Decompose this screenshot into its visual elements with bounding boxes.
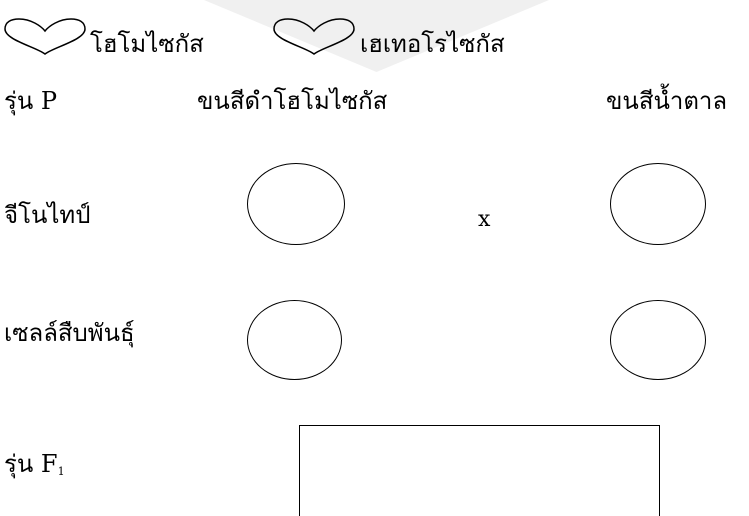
parent-left-phenotype: ขนสีดำโฮโมไซกัส <box>197 87 388 115</box>
f1-generation-label: รุ่น F1 <box>4 449 65 487</box>
legend-homozygous-label: โฮโมไซกัส <box>90 30 204 58</box>
parent-right-phenotype: ขนสีน้ำตาล <box>606 87 728 115</box>
cross-symbol: x <box>478 207 491 232</box>
f1-result-box <box>299 425 660 516</box>
f1-subscript: 1 <box>57 465 65 478</box>
parent-generation-label: รุ่น P <box>4 87 58 115</box>
left-gamete-circle <box>247 300 342 380</box>
legend-heterozygous-label: เฮเทอโรไซกัส <box>360 30 505 58</box>
heterozygous-heart-icon <box>273 18 355 55</box>
genotype-label: จีโนไทป์ <box>4 201 91 229</box>
homozygous-heart-icon <box>4 18 86 55</box>
f1-label-text: รุ่น F <box>4 450 58 478</box>
right-gamete-circle <box>610 300 706 380</box>
gamete-label: เซลล์สืบพันธุ์ <box>4 319 135 347</box>
right-genotype-circle <box>610 163 706 245</box>
left-genotype-circle <box>247 163 345 245</box>
